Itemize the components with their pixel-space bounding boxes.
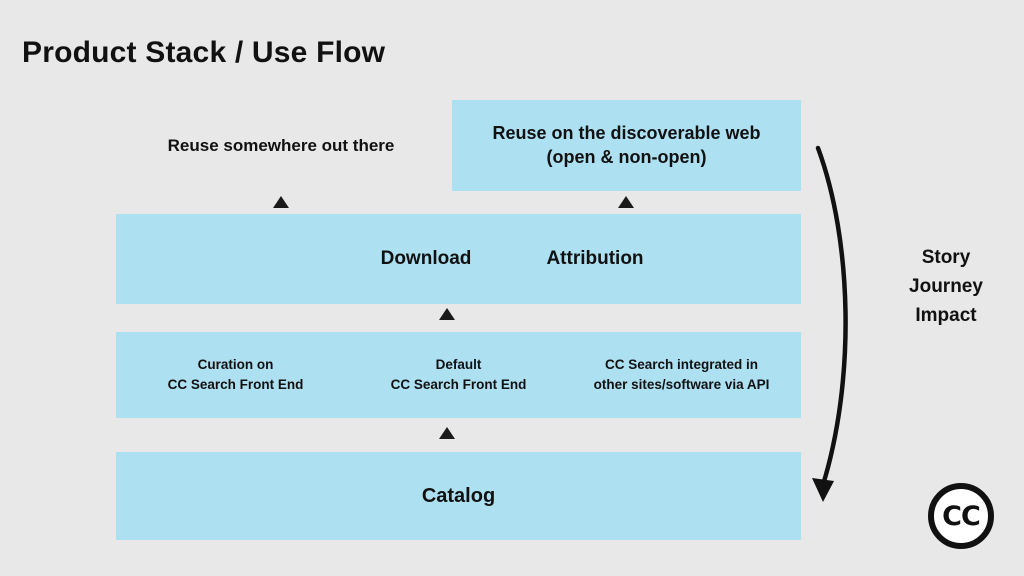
default-front-end-cell: Default CC Search Front End <box>347 355 570 394</box>
page-title: Product Stack / Use Flow <box>22 36 386 69</box>
attribution-label: Attribution <box>546 248 644 269</box>
default-front-end-line2: CC Search Front End <box>390 377 527 392</box>
download-label: Download <box>380 248 472 269</box>
api-integration-line2: other sites/software via API <box>593 377 770 392</box>
up-arrow-icon-download-row <box>439 308 455 320</box>
up-arrow-icon-reuse-discoverable <box>618 196 634 208</box>
box-catalog: Catalog <box>116 452 801 540</box>
default-front-end-line1: Default <box>435 357 482 373</box>
caption-line-journey: Journey <box>909 276 983 298</box>
box-reuse-discoverable-web: Reuse on the discoverable web (open & no… <box>452 100 801 191</box>
box-reuse-somewhere-label: Reuse somewhere out there <box>168 135 395 157</box>
box-reuse-discoverable-web-label: Reuse on the discoverable web (open & no… <box>492 122 760 169</box>
cc-logo-text: CC <box>942 500 981 532</box>
caption-line-impact: Impact <box>915 305 977 327</box>
box-search-front-ends: Curation on CC Search Front End Default … <box>116 332 801 418</box>
box-reuse-somewhere: Reuse somewhere out there <box>116 100 446 191</box>
reuse-discoverable-line2: (open & non-open) <box>546 146 707 167</box>
api-integration-cell: CC Search integrated in other sites/soft… <box>570 355 793 394</box>
creative-commons-logo: CC <box>928 483 994 549</box>
reuse-somewhere-text: Reuse somewhere out there <box>167 135 395 155</box>
up-arrow-icon-reuse-somewhere <box>273 196 289 208</box>
curation-front-end-line2: CC Search Front End <box>167 377 304 392</box>
curved-down-arrow-icon <box>812 145 848 502</box>
reuse-discoverable-line1: Reuse on the discoverable web <box>492 123 761 144</box>
api-integration-line1: CC Search integrated in <box>604 357 759 373</box>
up-arrow-icon-catalog-row <box>439 427 455 439</box>
story-journey-impact-caption: Story Journey Impact <box>876 243 1016 330</box>
box-download-attribution: Download Attribution <box>116 214 801 304</box>
caption-line-story: Story <box>921 247 971 268</box>
curation-front-end-cell: Curation on CC Search Front End <box>124 355 347 394</box>
catalog-label: Catalog <box>421 484 496 507</box>
curation-front-end-line1: Curation on <box>197 357 274 373</box>
